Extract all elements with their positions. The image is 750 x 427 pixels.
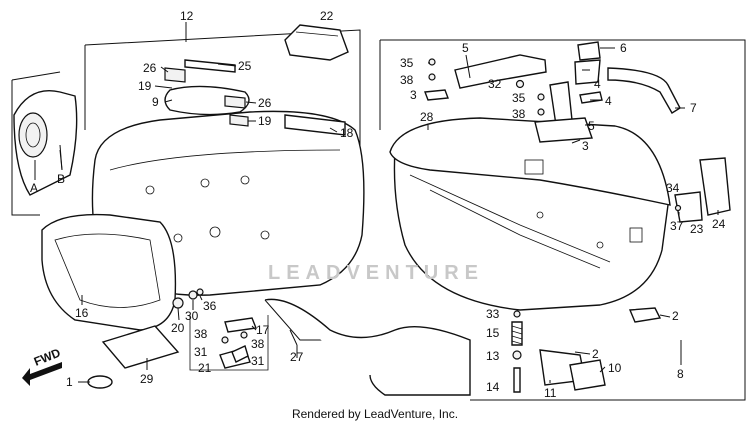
- part-1-badge-illustration: [87, 375, 113, 389]
- callout-36: 36: [203, 299, 217, 313]
- callout-29: 29: [140, 372, 154, 386]
- callout-19: 19: [138, 79, 152, 93]
- floor-mat-illustration: [264, 298, 471, 396]
- footer-credit: Rendered by LeadVenture, Inc.: [291, 407, 459, 421]
- callout-33: 33: [486, 307, 500, 321]
- callout-3: 3: [410, 88, 417, 102]
- callout-35: 35: [400, 56, 414, 70]
- callout-6: 6: [620, 41, 627, 55]
- backrest-pad-illustration: [41, 213, 177, 331]
- callout-14: 14: [486, 380, 500, 394]
- small-hardware-illustration: [172, 288, 269, 371]
- callout-23: 23: [690, 222, 704, 236]
- watermark-text: LEADVENTURE: [268, 262, 485, 284]
- callout-35: 35: [512, 91, 526, 105]
- callout-21: 21: [198, 361, 212, 375]
- callout-18: 18: [340, 126, 354, 140]
- callout-38: 38: [400, 73, 414, 87]
- lock-hardware-illustration: [424, 41, 731, 393]
- callout-32: 32: [488, 77, 502, 91]
- group-outline-right: [379, 39, 746, 401]
- callout-7: 7: [690, 101, 697, 115]
- callout-34: 34: [666, 181, 680, 195]
- callout-2: 2: [672, 309, 679, 323]
- callout-12: 12: [180, 9, 194, 23]
- callout-16: 16: [75, 306, 89, 320]
- callout-26: 26: [258, 96, 272, 110]
- callout-26: 26: [143, 61, 157, 75]
- callout-8: 8: [677, 367, 684, 381]
- callout-38: 38: [251, 337, 265, 351]
- callout-30: 30: [185, 309, 199, 323]
- callout-31: 31: [194, 345, 208, 359]
- callout-22: 22: [320, 9, 334, 23]
- callout-13: 13: [486, 349, 500, 363]
- callout-9: 9: [152, 95, 159, 109]
- callout-A: A: [30, 181, 38, 195]
- callout-15: 15: [486, 326, 500, 340]
- side-cover-illustration: [13, 90, 78, 196]
- base-plate-illustration: [101, 325, 180, 369]
- callout-B: B: [57, 172, 65, 186]
- callout-25: 25: [238, 59, 252, 73]
- callout-19: 19: [258, 114, 272, 128]
- callout-17: 17: [256, 323, 270, 337]
- callout-28: 28: [420, 110, 434, 124]
- hinge-parts-illustration: [164, 59, 346, 136]
- callout-38: 38: [194, 327, 208, 341]
- callout-31: 31: [251, 354, 265, 368]
- callout-27: 27: [290, 350, 304, 364]
- strap-illustration: [284, 24, 349, 61]
- callout-4: 4: [605, 94, 612, 108]
- callout-1: 1: [66, 375, 73, 389]
- callout-labels: 12 22 26 25 19 9 26 19 18 A B 16 20 30 3…: [30, 9, 726, 400]
- callout-5: 5: [462, 41, 469, 55]
- leader-lines: [34, 22, 719, 383]
- callout-20: 20: [171, 321, 185, 335]
- callout-3: 3: [582, 139, 589, 153]
- callout-24: 24: [712, 217, 726, 231]
- callout-11: 11: [544, 386, 557, 400]
- callout-38: 38: [512, 107, 526, 121]
- callout-2: 2: [592, 347, 599, 361]
- trunk-body-illustration: [389, 117, 671, 311]
- callout-4: 4: [594, 77, 601, 91]
- callout-5: 5: [588, 119, 595, 133]
- forward-arrow-icon: [22, 362, 62, 386]
- callout-37: 37: [670, 219, 684, 233]
- callout-10: 10: [608, 361, 622, 375]
